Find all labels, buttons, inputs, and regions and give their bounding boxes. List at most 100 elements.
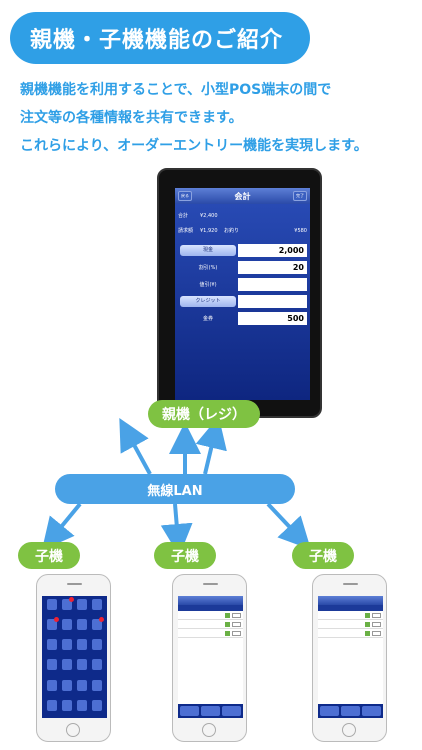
- order-entry-screen: [178, 596, 243, 718]
- table-cell[interactable]: [62, 679, 72, 691]
- increment-button[interactable]: [225, 621, 230, 627]
- order-item[interactable]: [178, 611, 243, 620]
- parent-tablet: 戻る 会計 完了 合計 ¥2,400 請求額 ¥1,920 お釣り ¥580 現…: [157, 168, 322, 418]
- order-item[interactable]: [178, 620, 243, 629]
- speaker: [67, 583, 82, 585]
- increment-button[interactable]: [365, 612, 370, 618]
- back-button[interactable]: 戻る: [178, 191, 192, 201]
- arrow-lan-to-parent-left: [119, 417, 152, 475]
- tablet-nav-bar: 戻る 会計 完了: [175, 188, 310, 204]
- order-nav-bar: [318, 596, 383, 605]
- table-cell[interactable]: [62, 597, 74, 610]
- table-cell[interactable]: [77, 619, 87, 631]
- table-cell[interactable]: [77, 699, 87, 711]
- done-button[interactable]: 完了: [293, 191, 307, 201]
- table-cell[interactable]: [77, 659, 87, 671]
- table-cell[interactable]: [47, 617, 59, 631]
- home-button[interactable]: [202, 723, 216, 737]
- voucher-label: 金券: [202, 316, 213, 322]
- cash-field[interactable]: 2,000: [238, 244, 307, 257]
- table-cell[interactable]: [47, 659, 57, 671]
- table-cell[interactable]: [92, 699, 102, 711]
- table-cell[interactable]: [92, 639, 102, 651]
- page-title: 親機・子機機能のご紹介: [10, 12, 310, 64]
- credit-field[interactable]: [238, 295, 307, 308]
- footer-button[interactable]: [201, 706, 220, 716]
- footer-button[interactable]: [341, 706, 360, 716]
- discount-percent-field[interactable]: 20: [238, 261, 307, 274]
- child-label-center: 子機: [154, 542, 216, 569]
- increment-button[interactable]: [365, 630, 370, 636]
- order-header: [318, 605, 383, 611]
- table-cell[interactable]: [62, 619, 72, 631]
- total-label: 合計: [178, 213, 189, 219]
- discount-yen-field[interactable]: [238, 278, 307, 291]
- table-cell[interactable]: [92, 617, 104, 631]
- voucher-row: 金券 500: [175, 310, 310, 327]
- billed-value: ¥1,920: [200, 227, 218, 234]
- credit-button[interactable]: クレジット: [180, 296, 236, 307]
- parent-register-label: 親機（レジ）: [148, 400, 260, 428]
- discount-yen-label: 値引(¥): [199, 282, 217, 288]
- order-item[interactable]: [178, 629, 243, 638]
- quantity-field[interactable]: [372, 621, 381, 627]
- quantity-field[interactable]: [232, 630, 241, 636]
- intro-line-3: これらにより、オーダーエントリー機能を実現します。: [20, 138, 368, 154]
- quantity-field[interactable]: [232, 612, 241, 618]
- total-value: ¥2,400: [200, 212, 218, 219]
- order-item[interactable]: [318, 629, 383, 638]
- table-cell[interactable]: [47, 639, 57, 651]
- table-cell[interactable]: [92, 599, 102, 610]
- order-header: [178, 605, 243, 611]
- table-cell[interactable]: [62, 659, 72, 671]
- intro-line-2: 注文等の各種情報を共有できます。: [20, 110, 243, 126]
- order-footer-toolbar: [178, 704, 243, 718]
- footer-button[interactable]: [320, 706, 339, 716]
- table-cell[interactable]: [92, 659, 102, 671]
- increment-button[interactable]: [225, 612, 230, 618]
- order-entry-screen: [318, 596, 383, 718]
- increment-button[interactable]: [225, 630, 230, 636]
- table-cell[interactable]: [47, 599, 57, 610]
- credit-row: クレジット: [175, 293, 310, 310]
- speaker: [203, 583, 218, 585]
- child-phone-center: [172, 574, 247, 742]
- child-label-left: 子機: [18, 542, 80, 569]
- increment-button[interactable]: [365, 621, 370, 627]
- quantity-field[interactable]: [372, 612, 381, 618]
- wireless-lan-label: 無線LAN: [55, 474, 295, 504]
- order-item[interactable]: [318, 620, 383, 629]
- home-button[interactable]: [342, 723, 356, 737]
- arrow-lan-to-child-left: [41, 502, 82, 551]
- order-item[interactable]: [318, 611, 383, 620]
- table-cell[interactable]: [77, 599, 87, 610]
- cash-button[interactable]: 現金: [180, 245, 236, 256]
- home-button[interactable]: [66, 723, 80, 737]
- intro-line-1: 親機機能を利用することで、小型POS端末の間で: [20, 82, 332, 98]
- checkout-screen: 戻る 会計 完了 合計 ¥2,400 請求額 ¥1,920 お釣り ¥580 現…: [175, 188, 310, 400]
- speaker: [343, 583, 358, 585]
- total-row: 合計 ¥2,400: [175, 208, 310, 223]
- discount-percent-label: 割引(%): [198, 265, 218, 271]
- child-label-right: 子機: [292, 542, 354, 569]
- voucher-field[interactable]: 500: [238, 312, 307, 325]
- arrow-lan-to-child-center: [160, 503, 193, 556]
- table-cell[interactable]: [47, 699, 57, 711]
- child-phone-left: [36, 574, 111, 742]
- footer-button[interactable]: [222, 706, 241, 716]
- order-nav-bar: [178, 596, 243, 605]
- quantity-field[interactable]: [232, 621, 241, 627]
- table-cell[interactable]: [47, 679, 57, 691]
- quantity-field[interactable]: [372, 630, 381, 636]
- table-cell[interactable]: [77, 679, 87, 691]
- footer-button[interactable]: [362, 706, 381, 716]
- table-cell[interactable]: [77, 639, 87, 651]
- arrow-lan-to-child-right: [266, 502, 311, 550]
- table-cell[interactable]: [62, 639, 72, 651]
- footer-button[interactable]: [180, 706, 199, 716]
- change-label: お釣り: [224, 228, 240, 234]
- table-cell[interactable]: [62, 699, 72, 711]
- table-cell[interactable]: [92, 679, 102, 691]
- order-footer-toolbar: [318, 704, 383, 718]
